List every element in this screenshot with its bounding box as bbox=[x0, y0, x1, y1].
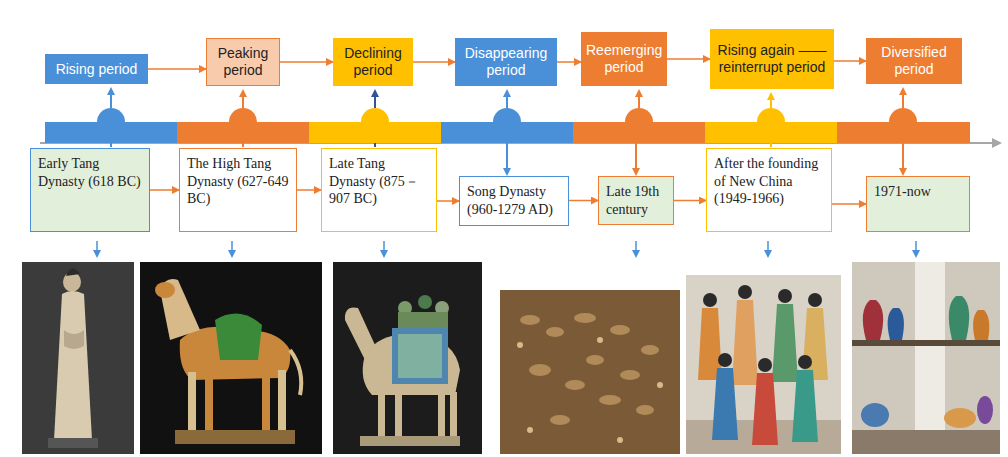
period-box: After the founding of New China (1949-19… bbox=[706, 148, 832, 232]
flow-arrow bbox=[437, 200, 459, 202]
period-box: Early Tang Dynasty (618 BC) bbox=[30, 148, 150, 232]
flow-arrow bbox=[150, 189, 179, 191]
period-box: The High Tang Dynasty (627-649 BC) bbox=[179, 148, 297, 232]
flow-arrow bbox=[674, 200, 706, 202]
period-label: After the founding of New China (1949-19… bbox=[714, 155, 824, 208]
stage-box: Disappearing period bbox=[455, 38, 557, 86]
stage-label: Rising again ——reinterrupt period bbox=[715, 42, 829, 76]
flow-arrow bbox=[413, 61, 455, 63]
stage-box: Reemerging period bbox=[581, 32, 667, 86]
flow-arrow bbox=[832, 203, 866, 205]
period-label: Late 19th century bbox=[606, 183, 666, 218]
stage-label: Diversified period bbox=[871, 44, 957, 78]
flow-arrow bbox=[148, 68, 206, 70]
period-label: 1971-now bbox=[874, 183, 962, 201]
flow-arrow bbox=[557, 61, 581, 63]
flow-arrow bbox=[667, 58, 710, 60]
period-box: Late Tang Dynasty (875－907 BC) bbox=[321, 148, 437, 232]
stage-label: Peaking period bbox=[211, 45, 275, 79]
period-box: Late 19th century bbox=[598, 176, 674, 225]
stage-box: Rising period bbox=[45, 54, 148, 84]
stage-box: Declining period bbox=[333, 38, 413, 86]
stage-label: Declining period bbox=[338, 45, 408, 79]
stage-label: Disappearing period bbox=[460, 45, 552, 79]
period-box: 1971-now bbox=[866, 176, 970, 232]
period-box: Song Dynasty (960-1279 AD) bbox=[459, 176, 569, 226]
stage-box: Diversified period bbox=[866, 38, 962, 84]
period-label: Late Tang Dynasty (875－907 BC) bbox=[329, 155, 429, 208]
flow-arrow bbox=[297, 189, 321, 191]
stage-box: Peaking period bbox=[206, 38, 280, 86]
period-label: Early Tang Dynasty (618 BC) bbox=[38, 155, 142, 190]
stage-label: Rising period bbox=[50, 61, 143, 78]
flow-arrow bbox=[834, 60, 866, 62]
stage-label: Reemerging period bbox=[586, 42, 662, 76]
flow-arrow bbox=[280, 61, 333, 63]
stage-box: Rising again ——reinterrupt period bbox=[710, 29, 834, 89]
period-label: The High Tang Dynasty (627-649 BC) bbox=[187, 155, 289, 208]
flow-arrow bbox=[569, 200, 598, 202]
period-label: Song Dynasty (960-1279 AD) bbox=[467, 183, 561, 218]
